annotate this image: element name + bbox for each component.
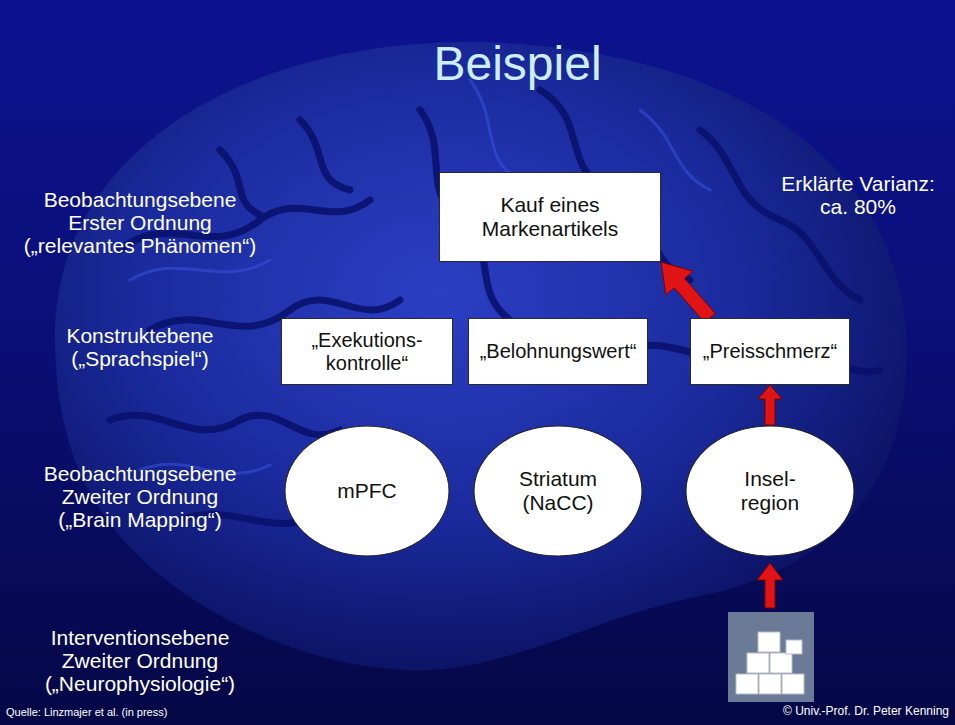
construct-box: „Exekutions- kontrolle“ — [281, 318, 453, 385]
node-text: „Preisschmerz“ — [703, 340, 837, 363]
label-line: („Brain Mapping“) — [5, 508, 275, 531]
sugar-cube — [736, 674, 758, 694]
source-note: Quelle: Linzmajer et al. (in press) — [6, 706, 306, 718]
node-text: „Exekutions- kontrolle“ — [296, 329, 438, 375]
label-line: („relevantes Phänomen“) — [5, 234, 275, 257]
block-arrow — [661, 262, 715, 323]
label-line: Interventionsebene Zweiter Ordnung — [38, 626, 243, 672]
node-text: mPFC — [337, 479, 397, 503]
brain-region-ellipse: mPFC — [284, 425, 450, 557]
level-label: Konstruktebene („Sprachspiel“) — [5, 324, 275, 370]
intervention-arrow — [757, 563, 783, 608]
label-line: Konstruktebene — [38, 324, 243, 347]
sugar-cube — [759, 674, 781, 694]
phenomenon-box: Kauf eines Markenartikels — [439, 172, 661, 262]
slide-title: Beispiel — [80, 36, 955, 91]
level-label: Beobachtungsebene Zweiter Ordnung („Brai… — [5, 462, 275, 531]
node-text: Kauf eines Markenartikels — [470, 193, 630, 241]
brain-region-ellipse: Insel- region — [685, 425, 855, 557]
node-text: Striatum (NaCC) — [507, 467, 609, 515]
label-line: („Neurophysiologie“) — [5, 672, 275, 695]
sugar-cube — [782, 674, 804, 694]
ellipse-shape — [474, 426, 642, 556]
photo-ground — [728, 612, 814, 702]
label-line: Beobachtungsebene Erster Ordnung — [38, 188, 243, 234]
ellipse-shape — [686, 426, 854, 556]
sugar-cube — [747, 653, 769, 673]
node-text: „Belohnungswert“ — [480, 340, 637, 363]
sugar-cube — [758, 632, 780, 652]
copyright-note: © Univ.-Prof. Dr. Peter Kenning — [655, 705, 949, 718]
construct-box: „Belohnungswert“ — [468, 318, 648, 385]
sugar-cubes — [728, 612, 814, 702]
level-label: Interventionsebene Zweiter Ordnung („Neu… — [5, 626, 275, 695]
sugar-cube — [770, 653, 792, 673]
explained-variance-note: Erklärte Varianz: ca. 80% — [768, 172, 948, 218]
sugar-cube — [786, 640, 802, 654]
label-line: („Sprachspiel“) — [5, 347, 275, 370]
level-label: Beobachtungsebene Erster Ordnung („relev… — [5, 188, 275, 257]
label-line: Beobachtungsebene Zweiter Ordnung — [38, 462, 243, 508]
node-text: Insel- region — [719, 467, 821, 515]
construct-box: „Preisschmerz“ — [690, 318, 850, 385]
ellipse-shape — [285, 426, 449, 556]
block-arrow — [758, 385, 782, 425]
brain-region-ellipse: Striatum (NaCC) — [473, 425, 643, 557]
brain-highlights — [130, 80, 710, 474]
